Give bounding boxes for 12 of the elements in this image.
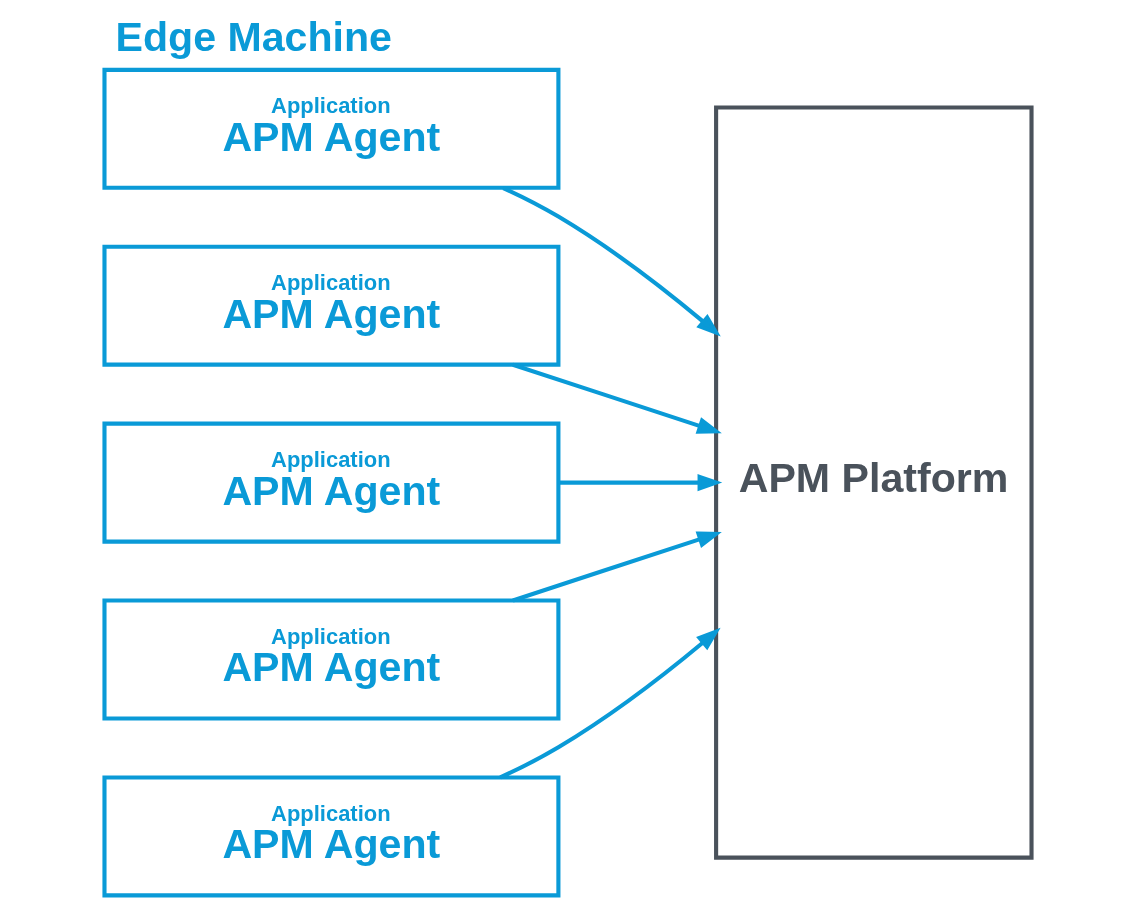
- node-box: APM Platform: [714, 105, 1034, 860]
- arrow: [499, 627, 721, 780]
- diagram-title: Edge Machine: [115, 13, 392, 60]
- node-box: Application APM Agent: [102, 598, 561, 721]
- arrow: [558, 473, 723, 492]
- node-box: Application APM Agent: [102, 67, 561, 190]
- arrow: [512, 362, 722, 434]
- node-box: Application APM Agent: [102, 421, 561, 544]
- node-box: Application APM Agent: [102, 775, 561, 898]
- arrow: [512, 531, 722, 603]
- node-box: Application APM Agent: [102, 244, 561, 367]
- arrow: [502, 186, 721, 337]
